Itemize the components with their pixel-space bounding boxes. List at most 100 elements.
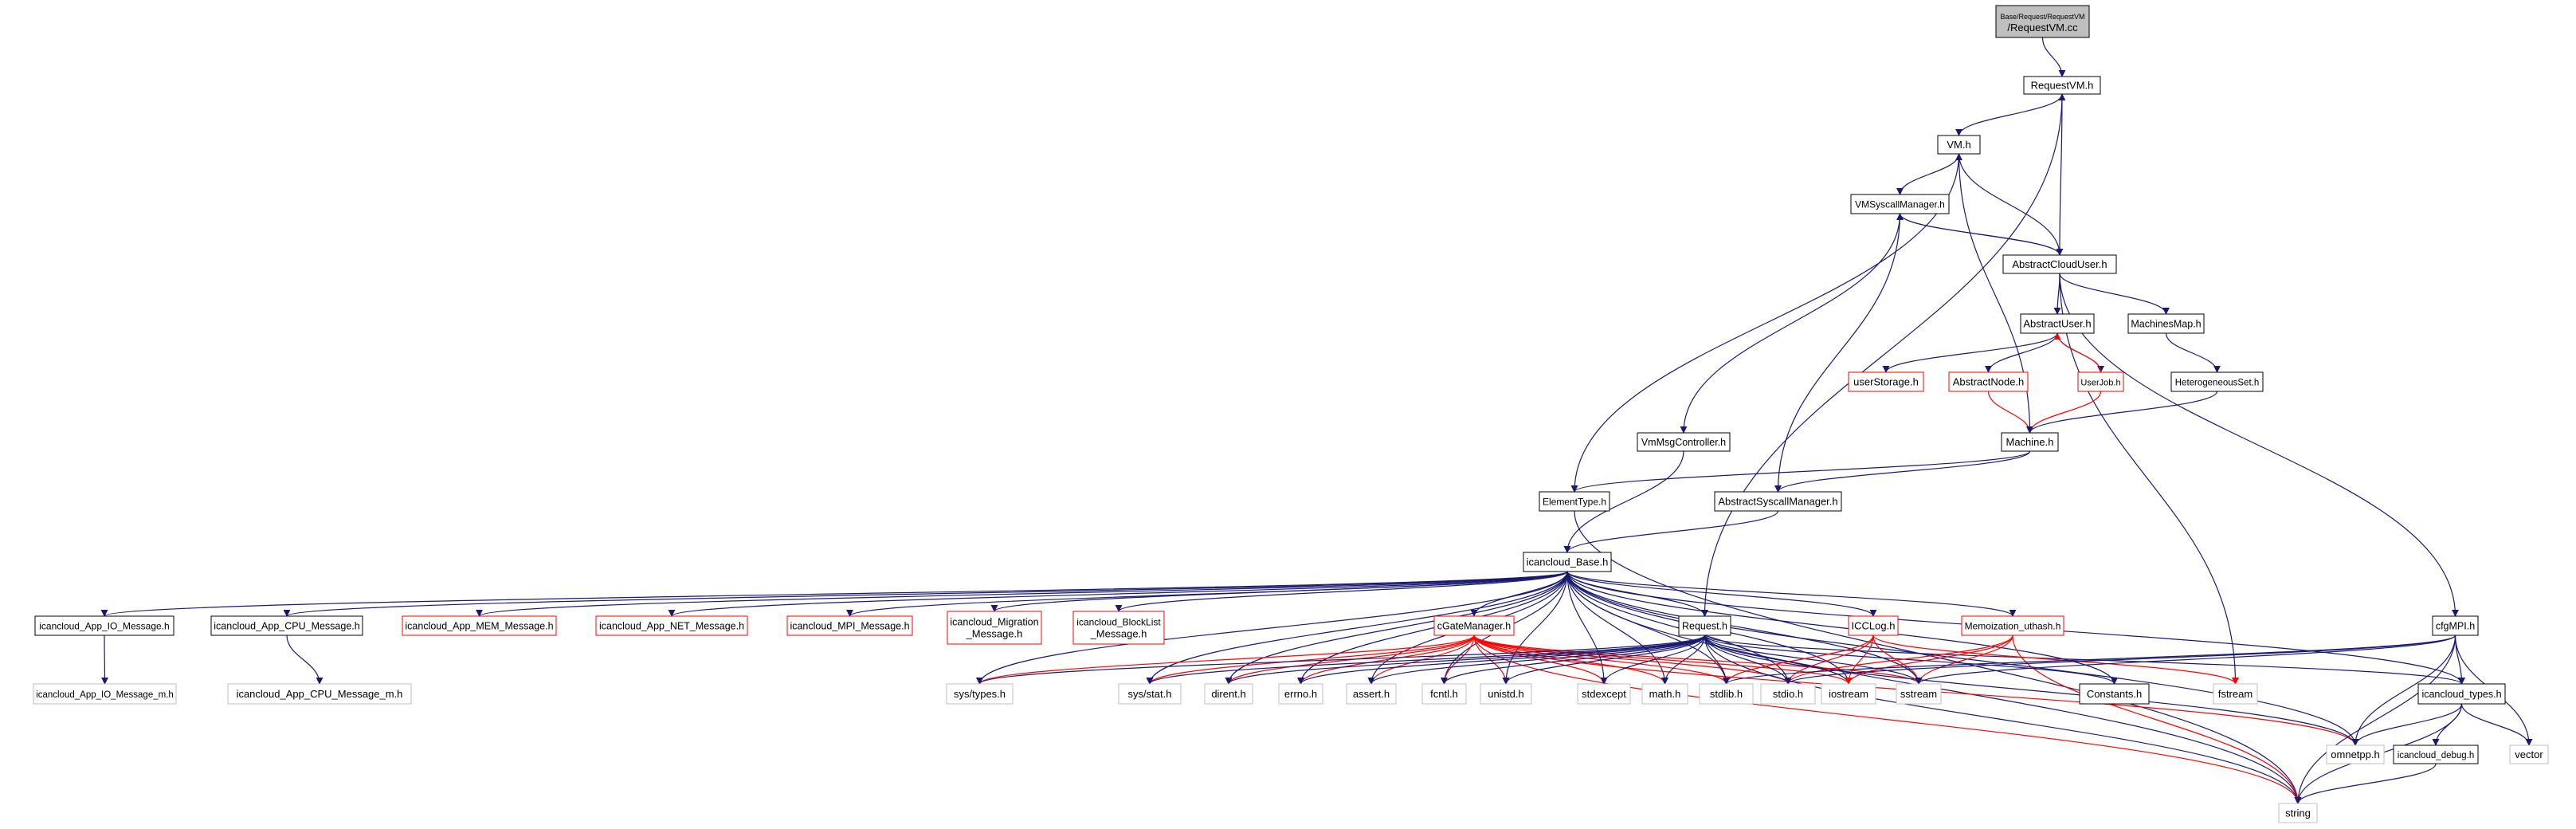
node-box [2023,76,2101,95]
node-box [1850,194,1950,214]
edge-icancloud_base_h-to-stdio_h [1566,571,1792,685]
node-box [2079,683,2150,705]
node-icancloud-debug-h[interactable]: icancloud_debug.h [2393,745,2479,764]
node-label: VmMsgController.h [1641,437,1726,448]
node-label: icancloud_App_CPU_Message.h [214,621,359,632]
node-label: userStorage.h [1853,376,1919,388]
node-abstractnode-h[interactable]: AbstractNode.h [1948,371,2029,392]
node-label: omnetpp.h [2331,748,2379,760]
node-box [1896,683,1942,705]
node-iostream[interactable]: iostream [1821,683,1876,705]
node-request-h[interactable]: Request.h [1678,615,1731,636]
node-cpu-message-h[interactable]: icancloud_App_CPU_Message.h [210,615,363,636]
edge-cgatemanager_h-to-errno_h [1297,635,1475,685]
node-userstorage-h[interactable]: userStorage.h [1848,371,1924,392]
node-heterogeneousset-h[interactable]: HeterogeneousSet.h [2170,371,2264,392]
node-label: icancloud_App_IO_Message.h [39,621,169,632]
node-elementtype-h[interactable]: ElementType.h [1539,491,1610,512]
node-mpi-message-h[interactable]: icancloud_MPI_Message.h [786,615,913,636]
node-box [1678,615,1731,636]
edge-icancloud_base_h-to-icclog_h [1566,571,1877,617]
node-box [2278,803,2318,823]
node-stdexcept[interactable]: stdexcept [1577,683,1631,705]
node-box [210,615,363,636]
node-assert-h[interactable]: assert.h [1346,683,1397,705]
node-string[interactable]: string [2278,803,2318,823]
node-sys-types-h[interactable]: sys/types.h [946,683,1014,705]
node-label: sstream [1900,688,1937,700]
node-userjob-h[interactable]: UserJob.h [2077,371,2124,392]
node-machine-h[interactable]: Machine.h [2001,432,2059,452]
node-label: /RequestVM.cc [2007,22,2078,33]
node-errno-h[interactable]: errno.h [1278,683,1323,705]
node-box [1821,683,1876,705]
node-math-h[interactable]: math.h [1641,683,1688,705]
node-cgatemanager-h[interactable]: cGateManager.h [1433,615,1515,636]
edge-elementtype_h-to-string [1574,510,2302,804]
node-mem-message-h[interactable]: icancloud_App_MEM_Message.h [402,615,557,636]
node-box [2393,745,2479,764]
node-cfgmpi-h[interactable]: cfgMPI.h [2432,615,2479,636]
edge-userjob_h-to-machine_h [2026,391,2102,434]
node-sstream[interactable]: sstream [1896,683,1942,705]
node-stdlib-h[interactable]: stdlib.h [1699,683,1754,705]
node-vector[interactable]: vector [2509,745,2549,764]
edge-icancloud_base_h-to-blocklist_message_h [1115,571,1568,612]
node-net-message-h[interactable]: icancloud_App_NET_Message.h [595,615,748,636]
edge-icancloud_base_h-to-memoization_uthash_h [1566,571,2017,617]
edge-icancloud_base_h-to-stdexcept [1566,571,1608,685]
node-fstream[interactable]: fstream [2213,683,2258,705]
node-constants-h[interactable]: Constants.h [2079,683,2150,705]
node-abstractuser-h[interactable]: AbstractUser.h [2020,313,2095,334]
node-io-message-m-h[interactable]: icancloud_App_IO_Message_m.h [33,683,177,705]
node-vmmsgcontroller-h[interactable]: VmMsgController.h [1637,432,1731,452]
node-fcntl-h[interactable]: fcntl.h [1421,683,1467,705]
node-stdio-h[interactable]: stdio.h [1760,683,1816,705]
node-vmsyscallmanager-h[interactable]: VMSyscallManager.h [1850,194,1950,214]
edge-cgatemanager_h-to-sys_stat_h [1146,635,1475,685]
node-label: Machine.h [2006,436,2054,448]
node-requestvm-h[interactable]: RequestVM.h [2023,76,2101,95]
node-icancloud-base-h[interactable]: icancloud_Base.h [1523,552,1612,572]
node-label: icancloud_App_NET_Message.h [599,621,744,632]
edge-request_h-to-string [1704,635,2302,804]
node-label: Base/Request/RequestVM [2000,13,2084,21]
node-label: RequestVM.h [2031,80,2094,92]
node-icclog-h[interactable]: ICCLog.h [1848,615,1899,636]
node-migration-message-h[interactable]: icancloud_Migration_Message.h [947,611,1042,645]
node-blocklist-message-h[interactable]: icancloud_BlockList_Message.h [1072,611,1165,645]
node-cpu-message-m-h[interactable]: icancloud_App_CPU_Message_m.h [227,683,412,705]
node-label: icancloud_types.h [2421,689,2501,700]
node-sys-stat-h[interactable]: sys/stat.h [1118,683,1182,705]
node-abstractclouduser-h[interactable]: AbstractCloudUser.h [2002,254,2117,274]
node-box [1848,615,1899,636]
node-omnetpp-h[interactable]: omnetpp.h [2326,745,2385,764]
node-icancloud-types-h[interactable]: icancloud_types.h [2417,683,2506,705]
node-vm-h[interactable]: VM.h [1937,135,1981,155]
node-box [1072,611,1165,645]
node-unistd-h[interactable]: unistd.h [1480,683,1532,705]
edge-memoization_uthash_h-to-iostream [1845,635,2013,685]
edge-cfgmpi_h-to-stdio_h [1784,635,2456,685]
node-label: AbstractUser.h [2023,318,2091,330]
node-memoization-uthash-h[interactable]: Memoization_uthash.h [1961,615,2064,636]
node-io-message-h[interactable]: icancloud_App_IO_Message.h [34,615,174,636]
edge-icancloud_base_h-to-mem_message_h [476,571,1568,617]
node-label: math.h [1649,688,1681,700]
edge-icancloud_debug_h-to-string [2294,763,2437,804]
node-box [2213,683,2258,705]
edge-request_h-to-math_h [1661,635,1706,685]
edge-memoization_uthash_h-to-sstream [1915,635,2013,685]
node-requestvm-cc[interactable]: Base/Request/RequestVM/RequestVM.cc [1995,5,2090,38]
node-label: ElementType.h [1543,497,1606,508]
node-box [1346,683,1397,705]
edge-abstractclouduser_h-to-requestvm_h [2058,93,2066,256]
node-abstractsyscallmanager-h[interactable]: AbstractSyscallManager.h [1714,491,1842,512]
node-label: icancloud_BlockList [1076,617,1161,628]
node-box [1641,683,1688,705]
node-dirent-h[interactable]: dirent.h [1204,683,1253,705]
node-machinesmap-h[interactable]: MachinesMap.h [2127,313,2205,334]
edge-cgatemanager_h-to-iostream [1473,635,1853,685]
edge-cgatemanager_h-to-sstream [1473,635,1923,685]
